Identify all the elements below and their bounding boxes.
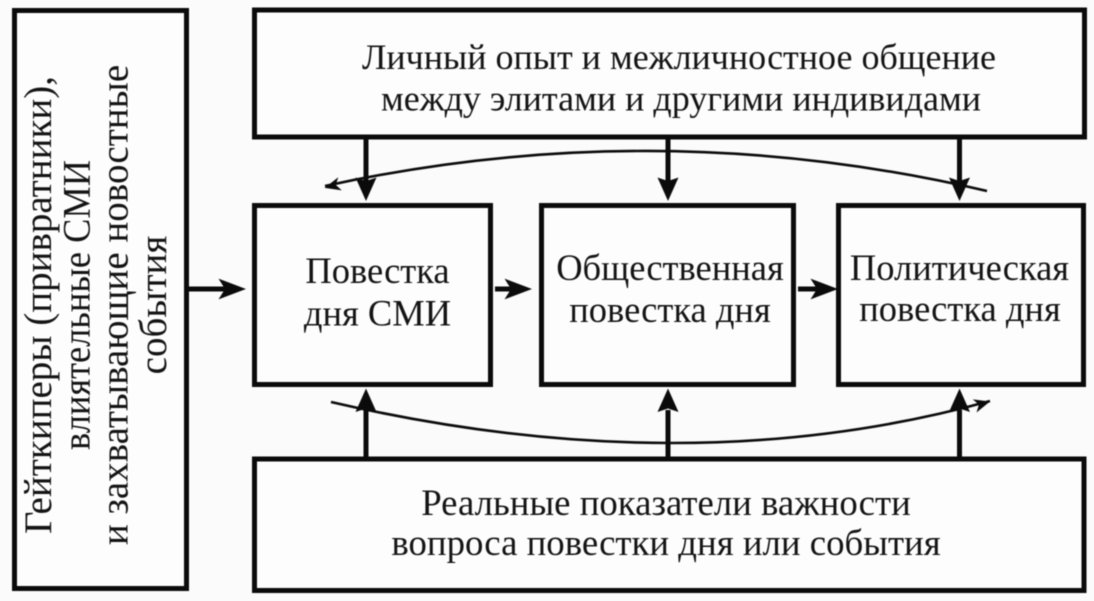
svg-text:вопроса повестки дня или событ: вопроса повестки дня или события <box>391 522 940 563</box>
svg-text:повестка дня: повестка дня <box>569 289 771 330</box>
svg-text:влиятельные СМИ: влиятельные СМИ <box>55 160 98 450</box>
svg-text:Личный опыт и межличностное об: Личный опыт и межличностное общение <box>362 37 996 77</box>
svg-text:Общественная: Общественная <box>556 247 784 288</box>
svg-text:между элитами и другими индиви: между элитами и другими индивидами <box>381 79 981 119</box>
svg-text:Реальные показатели важности: Реальные показатели важности <box>421 482 911 523</box>
svg-text:события: события <box>132 236 175 375</box>
svg-text:дня СМИ: дня СМИ <box>304 293 451 334</box>
svg-text:Политическая: Политическая <box>850 247 1069 288</box>
svg-text:Повестка: Повестка <box>305 250 449 291</box>
svg-text:повестка дня: повестка дня <box>859 288 1061 329</box>
svg-text:Гейткиперы (привратники),: Гейткиперы (привратники), <box>17 76 60 534</box>
svg-text:и захватывающие новостные: и захватывающие новостные <box>94 65 137 545</box>
